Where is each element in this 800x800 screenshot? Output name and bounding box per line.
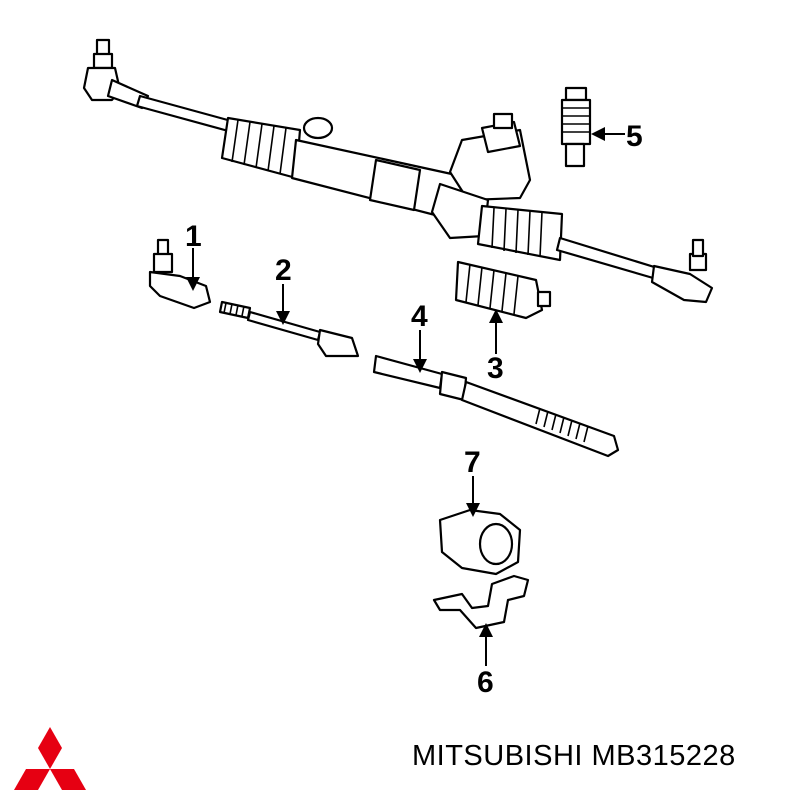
callout-6: 6 [477,666,494,699]
callout-1: 1 [185,220,202,253]
part-4-rack-bar [372,330,620,458]
rack-housing-tube [290,116,472,224]
right-tie-rod-end [650,238,714,304]
part-5-fitting [560,86,625,168]
part-3-rack-boot [454,260,552,354]
callout-labels: 1 2 3 4 5 6 7 [185,120,643,699]
part-6-bracket [432,574,530,666]
part-1-tie-rod-end [148,238,212,310]
pinion-valve-housing [430,112,532,240]
part-7-bushing [438,476,522,576]
callout-5: 5 [626,120,643,153]
part-2-inner-tie-rod [218,284,360,358]
callout-3: 3 [487,352,504,385]
steering-rack-assembly [82,38,714,304]
left-rack-boot [220,116,302,180]
part-number-caption: MITSUBISHI MB315228 [412,740,736,772]
callout-4: 4 [411,300,428,333]
mitsubishi-three-diamonds-icon [14,727,86,790]
callout-2: 2 [275,254,292,287]
right-rack-boot [476,204,564,262]
callout-7: 7 [464,446,481,479]
right-tie-rod [555,236,666,282]
left-tie-rod [135,94,237,134]
